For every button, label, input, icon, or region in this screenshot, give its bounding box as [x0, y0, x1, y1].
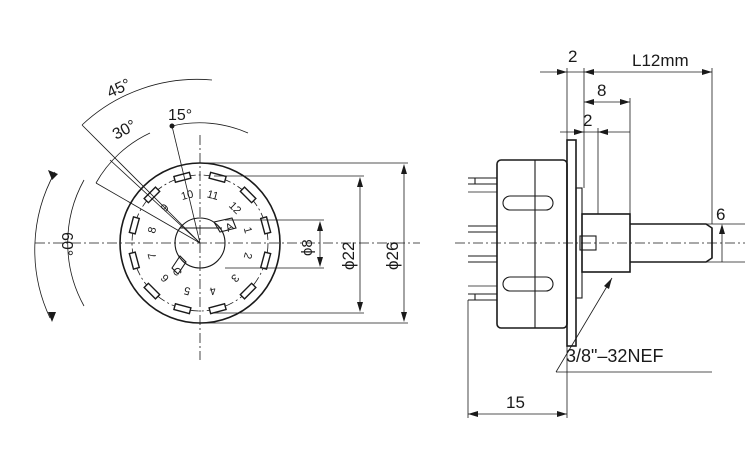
angle-label-60: 60° — [58, 232, 75, 256]
terminal-label-6: 6 — [159, 271, 172, 284]
terminal-label-4: 4 — [208, 284, 217, 297]
dim-label-flange: 2 — [568, 47, 577, 66]
rotor-tab-c — [171, 255, 187, 275]
bushing-collar — [579, 235, 597, 251]
d22-arrow-bottom — [357, 302, 363, 312]
terminal-pad-4 — [208, 302, 227, 315]
angle-label-30: 30° — [110, 117, 139, 143]
d8-arrow-top — [317, 221, 323, 231]
dim-label-depth: 15 — [506, 393, 525, 412]
dim-label-length: L12mm — [632, 51, 689, 70]
terminal-label-7: 7 — [146, 251, 159, 260]
dim-label-step: 2 — [583, 111, 592, 130]
d8-arrow-bottom — [317, 257, 323, 267]
thread-leader — [555, 277, 613, 373]
angle-arc-45 — [81, 79, 213, 126]
bushing — [581, 213, 631, 273]
dim-label-d22: ϕ22 — [339, 242, 358, 270]
angle-label-15: 15° — [168, 107, 192, 124]
terminal-label-8: 8 — [146, 226, 159, 235]
terminal-pad-3 — [239, 282, 257, 300]
wafer-body — [496, 159, 568, 329]
terminal-pad-11 — [208, 171, 227, 184]
terminal-pad-1 — [259, 216, 272, 235]
side-terminals — [468, 177, 497, 301]
angle-arc-30 — [95, 132, 151, 184]
angle-arc-60 — [34, 171, 56, 319]
angle-line-30 — [95, 182, 201, 244]
terminal-pad-10 — [173, 171, 192, 184]
terminal-label-3: 3 — [228, 271, 241, 284]
terminal-label-5: 5 — [183, 284, 192, 297]
terminal-pad-8 — [128, 216, 141, 235]
terminal-label-10: 10 — [180, 188, 195, 203]
angle-line-45 — [81, 124, 201, 244]
shaft-circle — [174, 217, 226, 269]
dim-label-d8: ϕ8 — [299, 239, 316, 256]
angle-line-15 — [171, 125, 201, 244]
terminal-pads — [128, 171, 272, 315]
dim-label-bushing: 8 — [597, 81, 606, 100]
terminal-label-2: 2 — [241, 251, 254, 260]
angle-label-45: 45° — [105, 76, 134, 102]
terminal-pad-7 — [128, 251, 141, 270]
d26-arrow-bottom — [401, 312, 407, 322]
angle-line-60 — [109, 159, 201, 244]
common-label-a: A — [224, 220, 237, 234]
terminal-pad-12 — [239, 186, 257, 204]
terminal-pitch-circle — [131, 174, 269, 312]
angle-arc-outer — [67, 179, 85, 307]
arc-arrow-bottom — [48, 312, 56, 322]
terminal-label-11: 11 — [206, 188, 220, 203]
terminal-pad-5 — [173, 302, 192, 315]
thread-label: 3/8"–32NEF — [566, 346, 663, 366]
dim-label-d26: ϕ26 — [383, 242, 402, 270]
side-view: 2 L12mm 8 2 6 3/8"–32NEF 15 — [455, 47, 745, 418]
terminal-pad-6 — [143, 282, 161, 300]
dim-label-shaft-dia: 6 — [716, 205, 725, 224]
terminal-label-1: 1 — [241, 226, 254, 235]
arc-arrow-top — [48, 170, 58, 180]
angle-arc-15 — [171, 122, 249, 134]
rotor-tab-a — [213, 217, 237, 233]
d22-arrow-top — [357, 177, 363, 187]
terminal-pad-2 — [259, 251, 272, 270]
wafer-slot-top — [502, 195, 554, 211]
terminal-label-12: 12 — [226, 200, 243, 217]
d26-arrow-top — [401, 164, 407, 174]
wafer-slot-bottom — [502, 276, 554, 292]
